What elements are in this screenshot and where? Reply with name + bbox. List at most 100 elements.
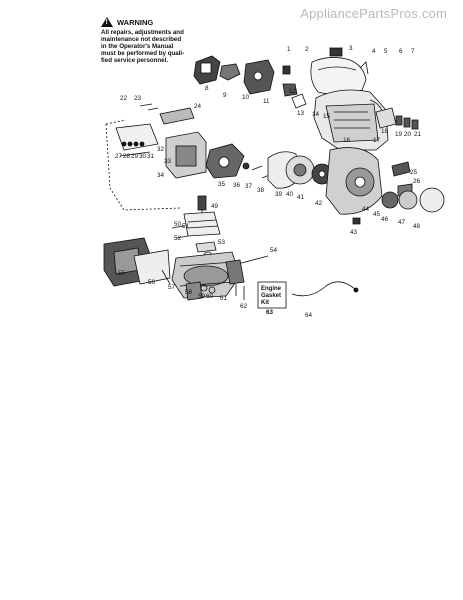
part-46-pulley — [381, 191, 399, 209]
warning-triangle-icon: ! — [101, 17, 113, 27]
callout-21: 21 — [414, 131, 422, 138]
part-8-handle-clamp — [193, 55, 221, 85]
callout-59: 59 — [198, 293, 206, 300]
part-12-grommet — [282, 83, 298, 97]
callout-3: 3 — [349, 45, 353, 52]
callout-10: 10 — [242, 94, 250, 101]
callout-11: 11 — [263, 98, 270, 105]
warning-notice: ! WARNING All repairs, adjustments and m… — [101, 17, 191, 64]
part-20-screw — [403, 117, 411, 128]
callout-26: 26 — [413, 178, 421, 185]
callout-35: 35 — [218, 181, 226, 188]
part-engine-housing — [313, 89, 389, 151]
gasket-kit-line1: Engine — [261, 286, 282, 292]
callout-54: 54 — [270, 247, 278, 254]
part-19-screw — [395, 115, 403, 126]
part-cylinder-head — [183, 211, 221, 237]
part-51-screw — [175, 235, 189, 239]
callout-56: 56 — [148, 279, 156, 286]
callout-61: 61 — [220, 295, 228, 302]
warning-title-row: ! WARNING — [101, 17, 191, 27]
callout-60: 60 — [206, 293, 214, 300]
part-group-carburetor-mount — [105, 119, 181, 211]
callout-49: 49 — [211, 203, 219, 210]
part-58-crankcase — [185, 281, 203, 301]
callout-16: 16 — [343, 137, 351, 144]
part-60-bearing — [208, 286, 216, 294]
part-1-nut — [282, 65, 291, 75]
part-22-screw — [139, 103, 153, 107]
callout-48: 48 — [413, 223, 421, 230]
callout-18: 18 — [381, 128, 389, 135]
callout-31: 31 — [147, 153, 155, 160]
part-43-nut — [352, 217, 361, 225]
callout-27: 27 — [115, 153, 123, 160]
callout-45: 45 — [373, 211, 381, 218]
part-33-air-filter-box — [165, 131, 207, 179]
gasket-kit-line3: Kit — [261, 300, 269, 306]
part-59-bearing — [200, 284, 208, 292]
callout-30: 30 — [139, 153, 147, 160]
callout-53: 53 — [218, 239, 226, 246]
callout-62: 62 — [240, 303, 248, 310]
part-36-washer — [242, 162, 250, 170]
callout-37: 37 — [245, 183, 253, 190]
callout-43: 43 — [350, 229, 358, 236]
warning-text: All repairs, adjustments and maintenance… — [101, 29, 185, 64]
callout-2: 2 — [305, 46, 309, 53]
callout-33: 33 — [164, 158, 172, 165]
callout-58: 58 — [185, 289, 193, 296]
callout-24: 24 — [194, 103, 202, 110]
part-3-fuel-cap — [329, 47, 343, 57]
part-37-gasket — [251, 165, 263, 171]
callout-63: 63 — [266, 309, 274, 316]
callout-17: 17 — [373, 137, 381, 144]
callout-28: 28 — [123, 153, 131, 160]
part-13-washer — [291, 93, 307, 109]
callout-14: 14 — [312, 111, 320, 118]
callout-12: 12 — [289, 88, 297, 95]
part-18-gasket — [375, 107, 419, 130]
part-42-starter-housing — [325, 147, 383, 215]
callout-64: 64 — [305, 312, 313, 319]
part-fuel-tank — [310, 47, 369, 95]
callout-15: 15 — [323, 113, 331, 120]
warning-title: WARNING — [117, 17, 154, 27]
callout-42: 42 — [315, 200, 323, 207]
callout-1: 1 — [287, 46, 291, 53]
part-24-bracket — [159, 107, 195, 125]
part-40-flywheel — [285, 155, 315, 185]
part-10-bracket — [243, 59, 275, 95]
callout-46: 46 — [381, 216, 389, 223]
callout-4: 4 — [372, 48, 376, 55]
part-48-cover — [419, 187, 445, 213]
part-47-spring — [398, 190, 418, 210]
callout-51: 51 — [182, 223, 190, 230]
part-50-screw — [171, 225, 185, 229]
watermark: AppliancePartsPros.com — [300, 6, 447, 21]
callout-9: 9 — [223, 92, 227, 99]
callout-22: 22 — [120, 95, 128, 102]
callout-40: 40 — [286, 191, 294, 198]
part-23-screw — [147, 107, 159, 111]
part-52-gasket — [195, 241, 217, 253]
part-21-screw — [411, 119, 419, 130]
callout-8: 8 — [205, 85, 209, 92]
part-61-ignition-module — [225, 259, 245, 296]
callout-52: 52 — [174, 235, 182, 242]
callout-39: 39 — [275, 191, 283, 198]
callout-44: 44 — [362, 206, 370, 213]
callout-32: 32 — [157, 146, 165, 153]
callout-6: 6 — [399, 48, 403, 55]
callout-20: 20 — [404, 131, 412, 138]
callout-5: 5 — [384, 48, 388, 55]
callout-25: 25 — [410, 169, 418, 176]
callout-47: 47 — [398, 219, 406, 226]
callout-55: 55 — [118, 270, 126, 277]
callout-19: 19 — [395, 131, 403, 138]
callout-23: 23 — [134, 95, 142, 102]
callout-50: 50 — [174, 221, 182, 228]
callout-34: 34 — [157, 172, 165, 179]
callout-38: 38 — [257, 187, 265, 194]
part-56-air-filter — [133, 249, 171, 285]
